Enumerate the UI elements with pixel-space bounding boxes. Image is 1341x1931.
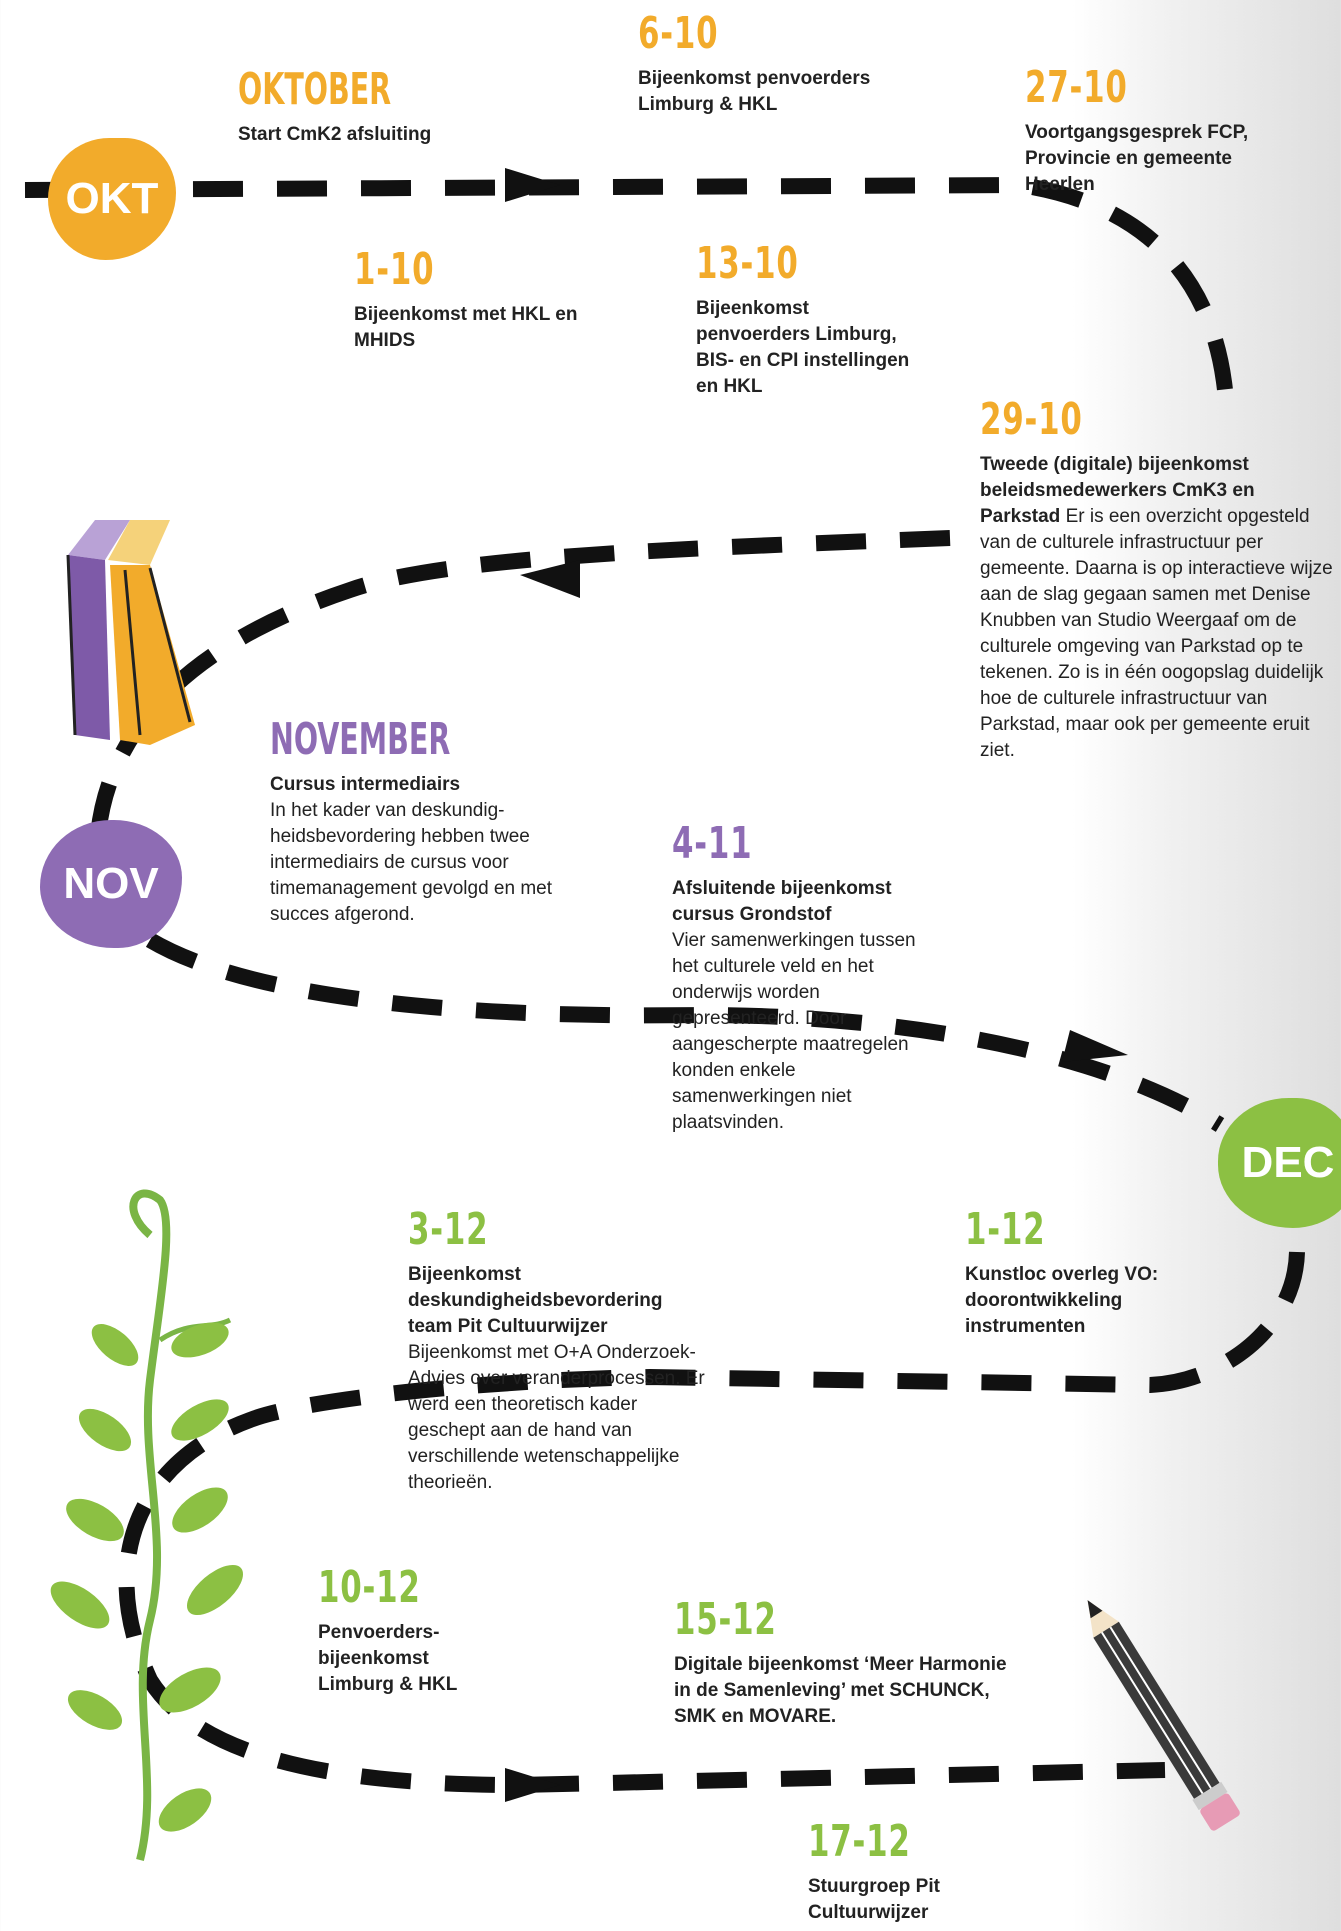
month-blob-dec: DEC (1218, 1098, 1341, 1228)
event-title: Bijeenkomst met HKL en MHIDS (354, 304, 578, 351)
event-1-12: 1-12 Kunstloc overleg VO: doorontwikkeli… (965, 1208, 1205, 1340)
event-4-11: 4-11 Afsluitende bijeenkomst cursus Gron… (672, 822, 922, 1136)
event-date: 4-11 (672, 818, 753, 869)
event-title: Tweede (digitale) bijeenkomst beleidsmed… (980, 454, 1255, 527)
event-title: Start CmK2 afsluiting (238, 124, 432, 145)
event-text: Er is een overzicht opgesteld van de cul… (980, 506, 1333, 761)
event-title: Bijeenkomst penvoerders Limburg & HKL (638, 68, 871, 115)
event-title: Penvoerders-bijeenkomst Limburg & HKL (318, 1622, 458, 1695)
month-november: NOVEMBER Cursus intermediairs In het kad… (270, 718, 600, 928)
event-3-12: 3-12 Bijeenkomst deskundigheidsbevorderi… (408, 1208, 708, 1496)
event-date: 6-10 (638, 8, 719, 59)
event-6-10: 6-10 Bijeenkomst penvoerders Limburg & H… (638, 12, 878, 118)
event-10-12: 10-12 Penvoerders-bijeenkomst Limburg & … (318, 1566, 498, 1698)
event-date: 3-12 (408, 1204, 489, 1255)
event-15-12: 15-12 Digitale bijeenkomst ‘Meer Harmoni… (674, 1598, 1014, 1730)
event-date: 27-10 (1025, 62, 1128, 113)
month-blob-nov: NOV (40, 820, 182, 948)
event-13-10: 13-10 Bijeenkomst penvoerders Limburg, B… (696, 242, 926, 400)
month-heading: NOVEMBER (270, 714, 451, 765)
event-date: 13-10 (696, 238, 799, 289)
month-blob-okt: OKT (48, 138, 176, 260)
event-title: Voortgangsgesprek FCP, Provincie en geme… (1025, 122, 1249, 195)
event-29-10: 29-10 Tweede (digitale) bijeenkomst bele… (980, 398, 1340, 764)
event-text: Vier samenwerkingen tussen het culturele… (672, 930, 916, 1133)
event-title: Kunstloc overleg VO: doorontwikkeling in… (965, 1264, 1159, 1337)
event-title: Bijeenkomst penvoerders Limburg, BIS- en… (696, 298, 910, 397)
event-date: 17-12 (808, 1816, 911, 1867)
event-date: 10-12 (318, 1562, 421, 1613)
month-oktober: OKTOBER Start CmK2 afsluiting (238, 68, 538, 148)
event-27-10: 27-10 Voortgangsgesprek FCP, Provincie e… (1025, 66, 1265, 198)
event-date: 29-10 (980, 394, 1083, 445)
event-text: In het kader van deskundig-heidsbevorder… (270, 800, 552, 925)
vine-plant-icon (50, 1189, 244, 1861)
books-icon (66, 520, 195, 745)
event-text: Bijeenkomst met O+A Onderzoek-Advies ove… (408, 1342, 705, 1493)
event-1-10: 1-10 Bijeenkomst met HKL en MHIDS (354, 248, 594, 354)
event-date: 15-12 (674, 1594, 777, 1645)
event-title: Digitale bijeenkomst ‘Meer Harmonie in d… (674, 1654, 1007, 1727)
pencil-icon (1087, 1600, 1240, 1831)
event-date: 1-10 (354, 244, 435, 295)
event-title: Cursus intermediairs (270, 774, 461, 795)
event-title: Afsluitende bijeenkomst cursus Grondstof (672, 878, 892, 925)
event-date: 1-12 (965, 1204, 1046, 1255)
month-heading: OKTOBER (238, 64, 392, 115)
event-title: Bijeenkomst deskundigheidsbevordering te… (408, 1264, 663, 1337)
event-title: Stuurgroep Pit Cultuurwijzer (808, 1876, 940, 1923)
event-17-12: 17-12 Stuurgroep Pit Cultuurwijzer (808, 1820, 1008, 1926)
